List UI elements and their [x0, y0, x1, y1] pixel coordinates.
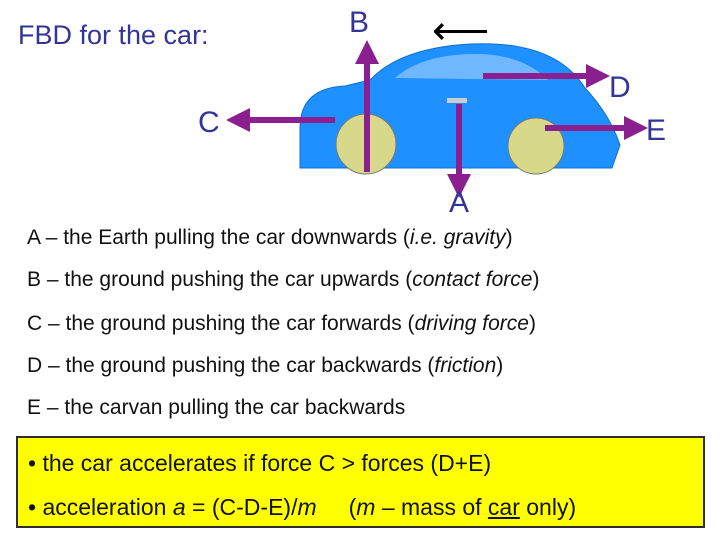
free-body-diagram: B A C D E ⟵ [198, 6, 666, 219]
motion-direction-arrow: ⟵ [432, 9, 489, 53]
page-title: FBD for the car: [18, 20, 209, 50]
description-D: D – the ground pushing the car backwards… [27, 354, 504, 377]
label-D: D [609, 71, 631, 104]
description-E: E – the carvan pulling the car backwards [27, 396, 406, 419]
description-A: A – the Earth pulling the car downwards … [27, 226, 513, 249]
door-handle [447, 98, 467, 103]
label-A: A [449, 186, 469, 219]
label-B: B [349, 6, 369, 39]
summary-box: • the car accelerates if force C > force… [16, 436, 705, 528]
label-C: C [198, 106, 220, 139]
front-wheel [507, 117, 565, 175]
description-B: B – the ground pushing the car upwards (… [27, 268, 540, 291]
summary-line-2: • acceleration a = (C-D-E)/m (m – mass o… [28, 494, 577, 520]
label-E: E [646, 114, 666, 147]
summary-line-1: • the car accelerates if force C > force… [28, 450, 492, 476]
description-C: C – the ground pushing the car forwards … [27, 312, 536, 335]
